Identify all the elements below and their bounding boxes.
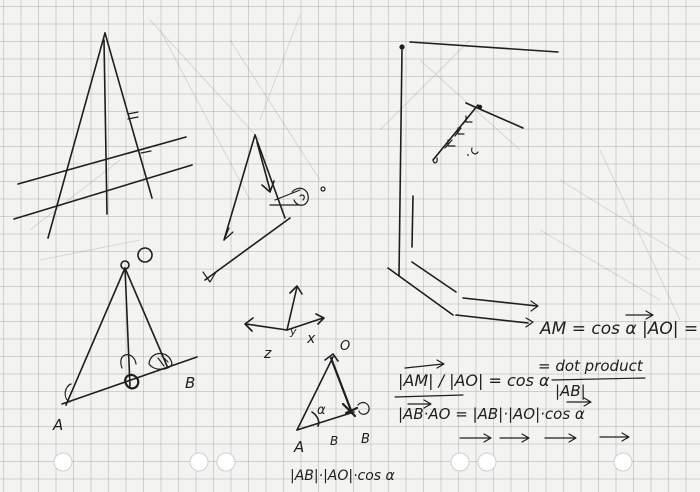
projection-sketch bbox=[202, 134, 326, 283]
l-shape-sketch bbox=[387, 41, 559, 328]
binder-hole bbox=[53, 452, 73, 472]
axes-sketch: z x y bbox=[244, 285, 325, 362]
equation-am-over-ao: |AM| / |AO| = cos α bbox=[398, 371, 550, 390]
label-a-left: A bbox=[52, 416, 63, 434]
pyramid-sketch bbox=[13, 32, 193, 239]
binder-holes bbox=[53, 452, 633, 472]
label-b-right: B bbox=[330, 434, 338, 448]
binder-hole bbox=[450, 452, 470, 472]
label-b-right-2: B bbox=[361, 432, 370, 447]
equations: AM = cos α |AO| = = dot product |AB| |AM… bbox=[290, 310, 698, 484]
equation-dot-product: = dot product bbox=[538, 357, 644, 375]
binder-hole bbox=[477, 452, 497, 472]
binder-hole bbox=[613, 452, 633, 472]
label-a-right: A bbox=[293, 438, 304, 456]
bleed-through-strokes bbox=[29, 14, 691, 321]
axis-label-y: y bbox=[289, 325, 297, 338]
label-o-right: O bbox=[340, 339, 350, 354]
equation-ab-norm: |AB| bbox=[555, 382, 586, 400]
equation-dot: |AB·AO = |AB|·|AO|·cos α bbox=[398, 405, 585, 423]
triangle-abo-left: B A bbox=[52, 247, 198, 434]
equation-am: AM = cos α |AO| = bbox=[539, 319, 698, 339]
binder-hole bbox=[216, 452, 236, 472]
triangle-abo-right: O A B B α bbox=[293, 339, 370, 456]
binder-hole bbox=[189, 452, 209, 472]
axis-label-x: x bbox=[306, 331, 316, 347]
label-alpha: α bbox=[317, 403, 326, 418]
label-b-left: B bbox=[185, 374, 195, 392]
equation-bottom-note: |AB|·|AO|·cos α bbox=[290, 468, 396, 484]
axis-label-z: z bbox=[263, 346, 272, 362]
